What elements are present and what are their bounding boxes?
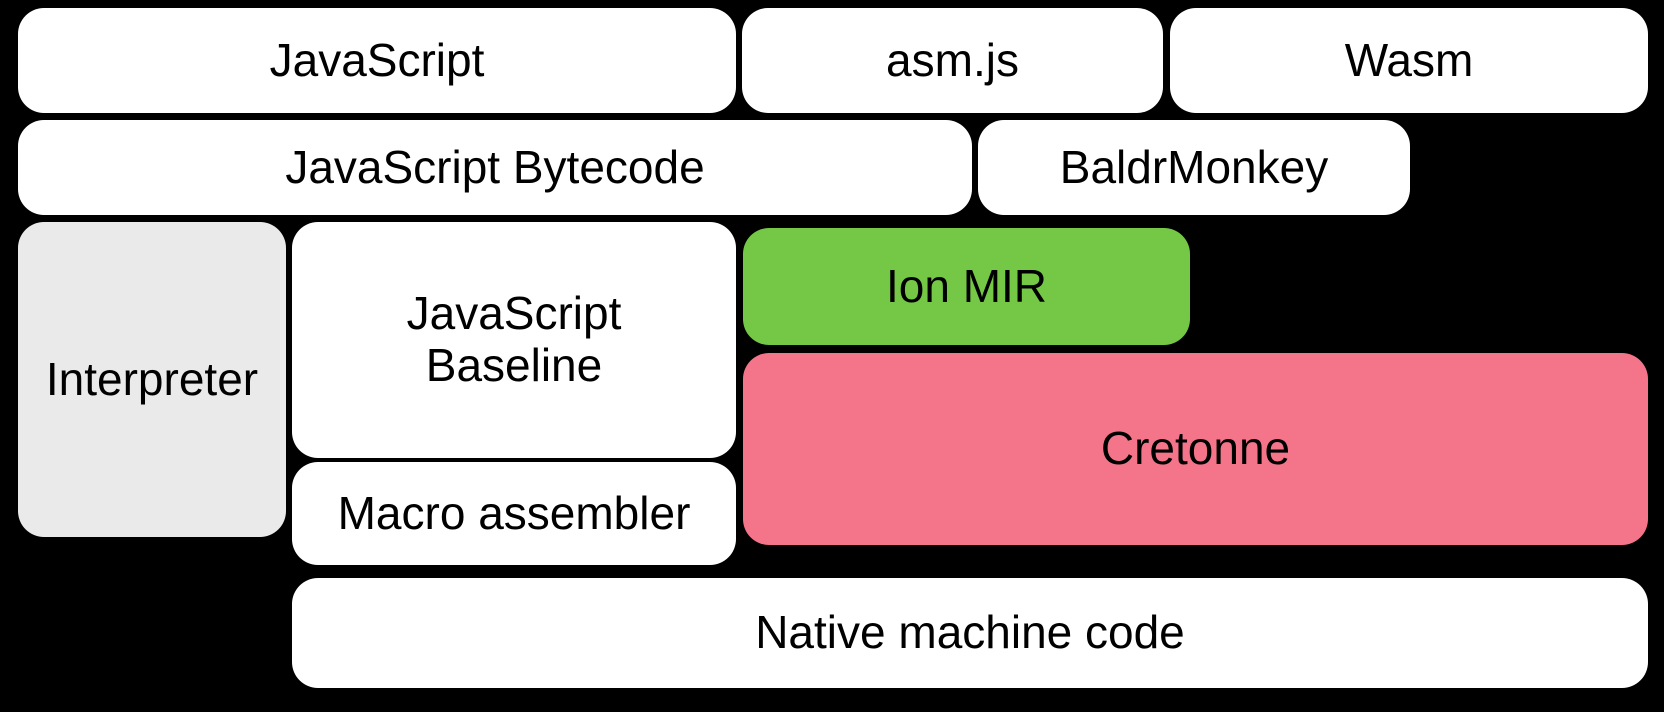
node-wasm-label: Wasm (1344, 33, 1474, 86)
node-javascript-baseline-label: JavaScript Baseline (406, 287, 622, 391)
node-wasm: Wasm (1170, 8, 1648, 113)
node-native-machine-code-label: Native machine code (755, 606, 1185, 659)
node-ion-mir: Ion MIR (743, 228, 1190, 345)
node-ion-mir-label: Ion MIR (885, 259, 1048, 312)
node-cretonne-label: Cretonne (1100, 422, 1291, 475)
node-interpreter-label: Interpreter (45, 352, 259, 405)
node-macro-assembler-label: Macro assembler (337, 486, 691, 539)
node-asm-js: asm.js (742, 8, 1163, 113)
node-javascript-bytecode: JavaScript Bytecode (18, 120, 972, 215)
node-macro-assembler: Macro assembler (292, 462, 736, 565)
node-baldrmonkey: BaldrMonkey (978, 120, 1410, 215)
node-interpreter: Interpreter (18, 222, 286, 537)
node-native-machine-code: Native machine code (292, 578, 1648, 688)
node-javascript: JavaScript (18, 8, 736, 113)
node-javascript-label: JavaScript (269, 33, 485, 86)
node-cretonne: Cretonne (743, 353, 1648, 545)
node-asm-js-label: asm.js (886, 33, 1019, 86)
node-baldrmonkey-label: BaldrMonkey (1059, 140, 1329, 193)
node-javascript-bytecode-label: JavaScript Bytecode (285, 140, 705, 193)
node-javascript-baseline: JavaScript Baseline (292, 222, 736, 458)
